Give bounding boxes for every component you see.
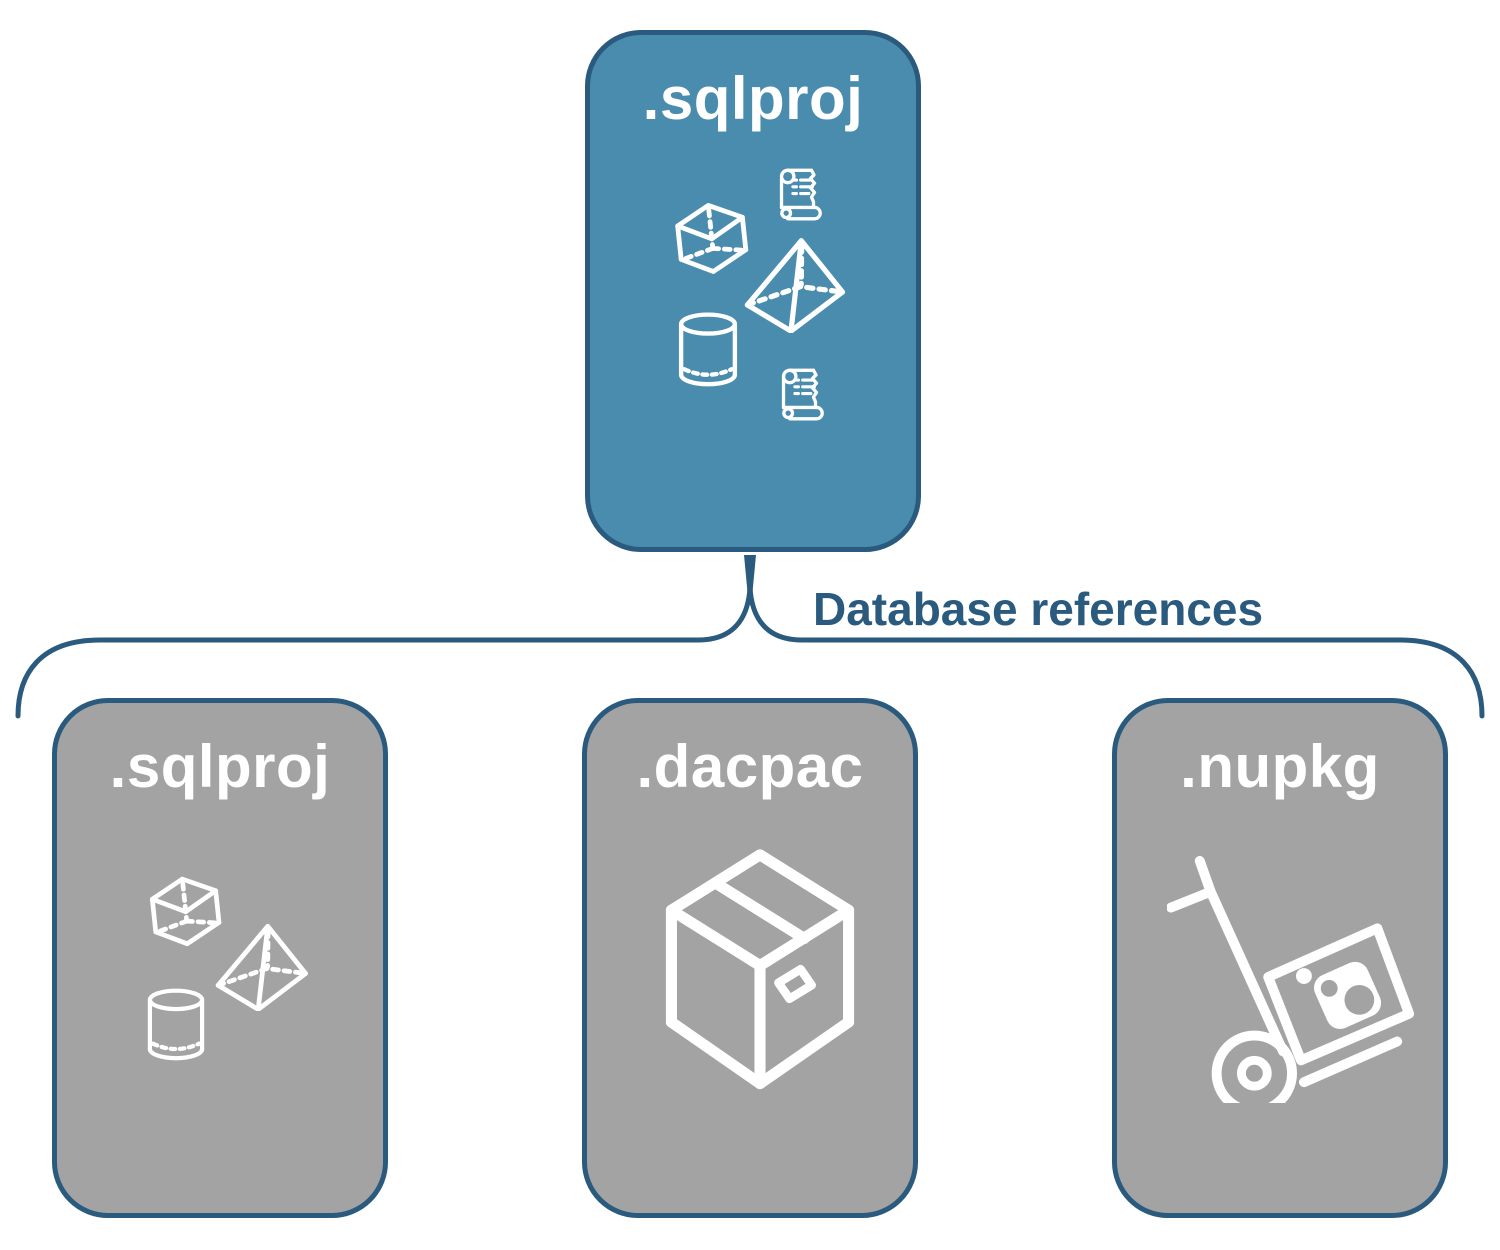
parent-card-title: .sqlproj bbox=[642, 65, 864, 132]
database-references-label: Database references bbox=[813, 583, 1264, 635]
cube-icon bbox=[675, 203, 749, 274]
child-card-title: .sqlproj bbox=[109, 733, 331, 800]
child-card-sqlproj: .sqlproj bbox=[52, 698, 388, 1218]
child-card-title: .nupkg bbox=[1180, 733, 1380, 800]
child-card-dacpac: .dacpac bbox=[582, 698, 918, 1218]
scroll-icon bbox=[781, 368, 824, 421]
database-cylinder-icon bbox=[147, 988, 205, 1061]
parent-card-sqlproj: .sqlproj bbox=[585, 30, 921, 552]
brace-right-arm bbox=[747, 585, 1485, 719]
package-box-icon bbox=[665, 849, 855, 1090]
nuget-hand-truck-icon bbox=[1167, 855, 1415, 1103]
brace-stem bbox=[744, 555, 756, 592]
child-card-title: .dacpac bbox=[636, 733, 864, 800]
child-card-nupkg: .nupkg bbox=[1112, 698, 1448, 1218]
cube-icon bbox=[149, 876, 222, 947]
pyramid-icon bbox=[744, 238, 846, 333]
brace-left-arm bbox=[15, 585, 753, 719]
pyramid-icon bbox=[215, 923, 308, 1011]
scroll-icon bbox=[779, 168, 822, 221]
database-cylinder-icon bbox=[678, 312, 738, 387]
